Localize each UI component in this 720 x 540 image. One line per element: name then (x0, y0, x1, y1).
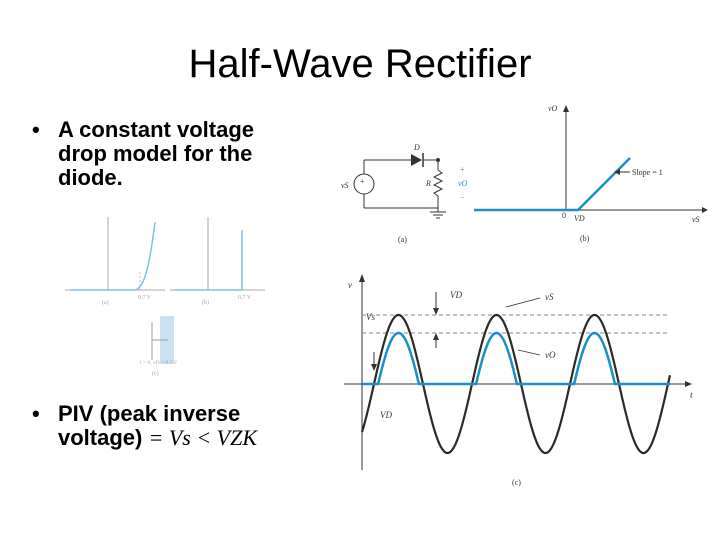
waveform-vd-top: VD (450, 290, 462, 300)
rectifier-circuit: D R + vS + vO − (a) (341, 143, 468, 244)
transfer-y-axis: vO (548, 104, 558, 113)
transfer-characteristic: Slope = 1 vO vS 0 VD (b) (474, 104, 708, 243)
transfer-caption: (b) (580, 234, 590, 243)
waveform-vs-label: vS (545, 292, 554, 302)
transfer-vd: VD (574, 214, 585, 223)
diode-model-figures: 0.7 V (a) 0.7 V (b) i > 0, vD = 0.7 V (c… (65, 217, 265, 377)
waveform-vd-bottom: VD (380, 410, 392, 420)
circuit-diode-label: D (413, 143, 420, 152)
bullet-marker: • (32, 401, 40, 426)
transfer-origin: 0 (562, 211, 566, 220)
model-vd-b: 0.7 V (238, 295, 252, 301)
transfer-x-axis: vS (692, 215, 700, 224)
piv-formula: = Vs < VZK (148, 425, 258, 450)
bullet-1: • A constant voltage drop model for the … (32, 117, 288, 190)
bullet-2-text: PIV (peak inverse voltage) (58, 401, 241, 450)
model-vd-a: 0.7 V (138, 295, 152, 301)
model-caption-c: (c) (152, 370, 159, 377)
bullet-1-text: A constant voltage drop model for the di… (58, 117, 254, 190)
slide-title: Half-Wave Rectifier (188, 42, 532, 86)
model-caption-b: (b) (202, 299, 209, 306)
circuit-caption: (a) (398, 235, 407, 244)
bullet-marker: • (32, 117, 40, 142)
waveform-vo-label: vO (545, 350, 556, 360)
vo-waveform (362, 331, 670, 386)
waveform-y-axis: v (348, 280, 352, 290)
circuit-out-minus: − (460, 193, 465, 202)
waveform-x-axis: t (690, 390, 693, 400)
model-eq: i > 0, vD = 0.7 V (140, 360, 178, 366)
rectifier-waveforms: VD Vs vS vO VD v t (c) (344, 274, 693, 487)
waveform-caption: (c) (512, 478, 521, 487)
circuit-output-label: vO (458, 179, 468, 188)
circuit-resistor-label: R (425, 179, 431, 188)
circuit-source-label: vS (341, 181, 349, 190)
bullet-2: • PIV (peak inverse voltage) = Vs < VZK (32, 401, 298, 450)
model-caption-a: (a) (102, 299, 109, 306)
waveform-vs-peak: Vs (366, 312, 375, 322)
vs-waveform (360, 313, 672, 455)
transfer-slope-label: Slope = 1 (632, 168, 663, 177)
circuit-plus: + (360, 177, 365, 186)
circuit-out-plus: + (460, 165, 465, 174)
